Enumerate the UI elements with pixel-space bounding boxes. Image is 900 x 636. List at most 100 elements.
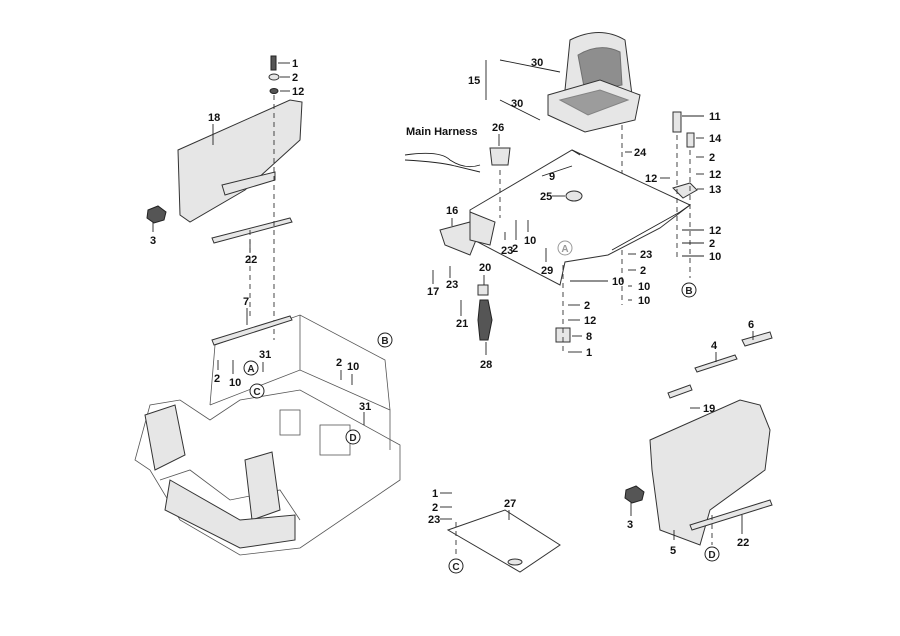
callout-21: 21 (456, 318, 468, 330)
latch-28 (477, 299, 493, 341)
callout-10: 10 (347, 361, 359, 373)
reference-marker-C (448, 558, 464, 574)
callout-31: 31 (259, 349, 271, 361)
reference-marker-label: B (685, 286, 692, 297)
guard-bracket (221, 171, 276, 196)
callout-23: 23 (446, 279, 458, 291)
callout-2: 2 (432, 502, 438, 514)
callout-25: 25 (540, 191, 552, 203)
callout-31: 31 (359, 401, 371, 413)
callout-10: 10 (612, 276, 624, 288)
reference-marker-B (681, 282, 697, 298)
callout-3: 3 (150, 235, 156, 247)
callout-15: 15 (468, 75, 480, 87)
callout-5: 5 (670, 545, 676, 557)
callout-1: 1 (292, 58, 298, 70)
callout-10: 10 (229, 377, 241, 389)
callout-2: 2 (214, 373, 220, 385)
reference-marker-label: C (253, 387, 260, 398)
strip (667, 384, 693, 399)
callout-23: 23 (640, 249, 652, 261)
callout-1: 1 (432, 488, 438, 500)
callout-3: 3 (627, 519, 633, 531)
callout-17: 17 (427, 286, 439, 298)
callout-8: 8 (586, 331, 592, 343)
strip-6 (741, 331, 773, 347)
switch-26 (489, 147, 511, 166)
callout-11: 11 (709, 111, 721, 123)
reference-marker-A (243, 360, 259, 376)
callout-2: 2 (292, 72, 298, 84)
reference-marker-label: C (452, 562, 459, 573)
callout-28: 28 (480, 359, 492, 371)
callout-10: 10 (524, 235, 536, 247)
callout-30: 30 (511, 98, 523, 110)
callout-29: 29 (541, 265, 553, 277)
callout-12: 12 (292, 86, 304, 98)
bracket-13 (672, 182, 698, 199)
callout-6: 6 (748, 319, 754, 331)
callout-22: 22 (737, 537, 749, 549)
reference-marker-label: D (708, 550, 715, 561)
callout-2: 2 (336, 357, 342, 369)
spacer-11 (672, 111, 682, 133)
main-harness-label: Main Harness (406, 126, 478, 138)
callout-1: 1 (586, 347, 592, 359)
bolt (270, 55, 277, 71)
washer (268, 73, 280, 81)
callout-9: 9 (549, 171, 555, 183)
callout-2: 2 (709, 152, 715, 164)
reference-marker-A (557, 240, 573, 256)
knob-left (146, 205, 167, 224)
callout-13: 13 (709, 184, 721, 196)
callout-12: 12 (709, 225, 721, 237)
callout-16: 16 (446, 205, 458, 217)
side-guard-left (177, 99, 303, 223)
seat-plate (469, 149, 691, 286)
reference-marker-B (377, 332, 393, 348)
callout-12: 12 (709, 169, 721, 181)
bar-22-right (689, 499, 773, 531)
knob-right (624, 485, 645, 504)
callout-22: 22 (245, 254, 257, 266)
seat (547, 32, 641, 133)
leader-line (499, 99, 541, 121)
callout-10: 10 (709, 251, 721, 263)
leader-line (499, 59, 561, 73)
reference-marker-label: B (381, 336, 388, 347)
callout-2: 2 (584, 300, 590, 312)
spacer-14 (686, 132, 695, 148)
bar-22-left (211, 217, 293, 244)
callout-27: 27 (504, 498, 516, 510)
bracket-16 (469, 211, 496, 246)
callout-23: 23 (428, 514, 440, 526)
callout-2: 2 (640, 265, 646, 277)
callout-12: 12 (645, 173, 657, 185)
side-guard-right (649, 399, 771, 546)
callout-23: 23 (501, 245, 513, 257)
reference-marker-label: D (349, 433, 356, 444)
callout-10: 10 (638, 281, 650, 293)
bracket-20 (477, 284, 489, 296)
cap-25 (565, 190, 583, 202)
callout-19: 19 (703, 403, 715, 415)
callout-30: 30 (531, 57, 543, 69)
strip-4 (694, 354, 738, 373)
callout-4: 4 (711, 340, 718, 352)
callout-2: 2 (709, 238, 715, 250)
reference-marker-D (704, 546, 720, 562)
main-harness-wire (404, 152, 481, 173)
callout-12: 12 (584, 315, 596, 327)
reference-marker-C (249, 383, 265, 399)
cover-plate-27 (446, 509, 561, 573)
callout-2: 2 (512, 243, 518, 255)
pedal-16 (439, 221, 479, 256)
callout-24: 24 (634, 147, 647, 159)
callout-7: 7 (243, 296, 249, 308)
callout-10: 10 (638, 295, 650, 307)
callout-20: 20 (479, 262, 491, 274)
rod-7 (211, 315, 293, 346)
callout-26: 26 (492, 122, 504, 134)
